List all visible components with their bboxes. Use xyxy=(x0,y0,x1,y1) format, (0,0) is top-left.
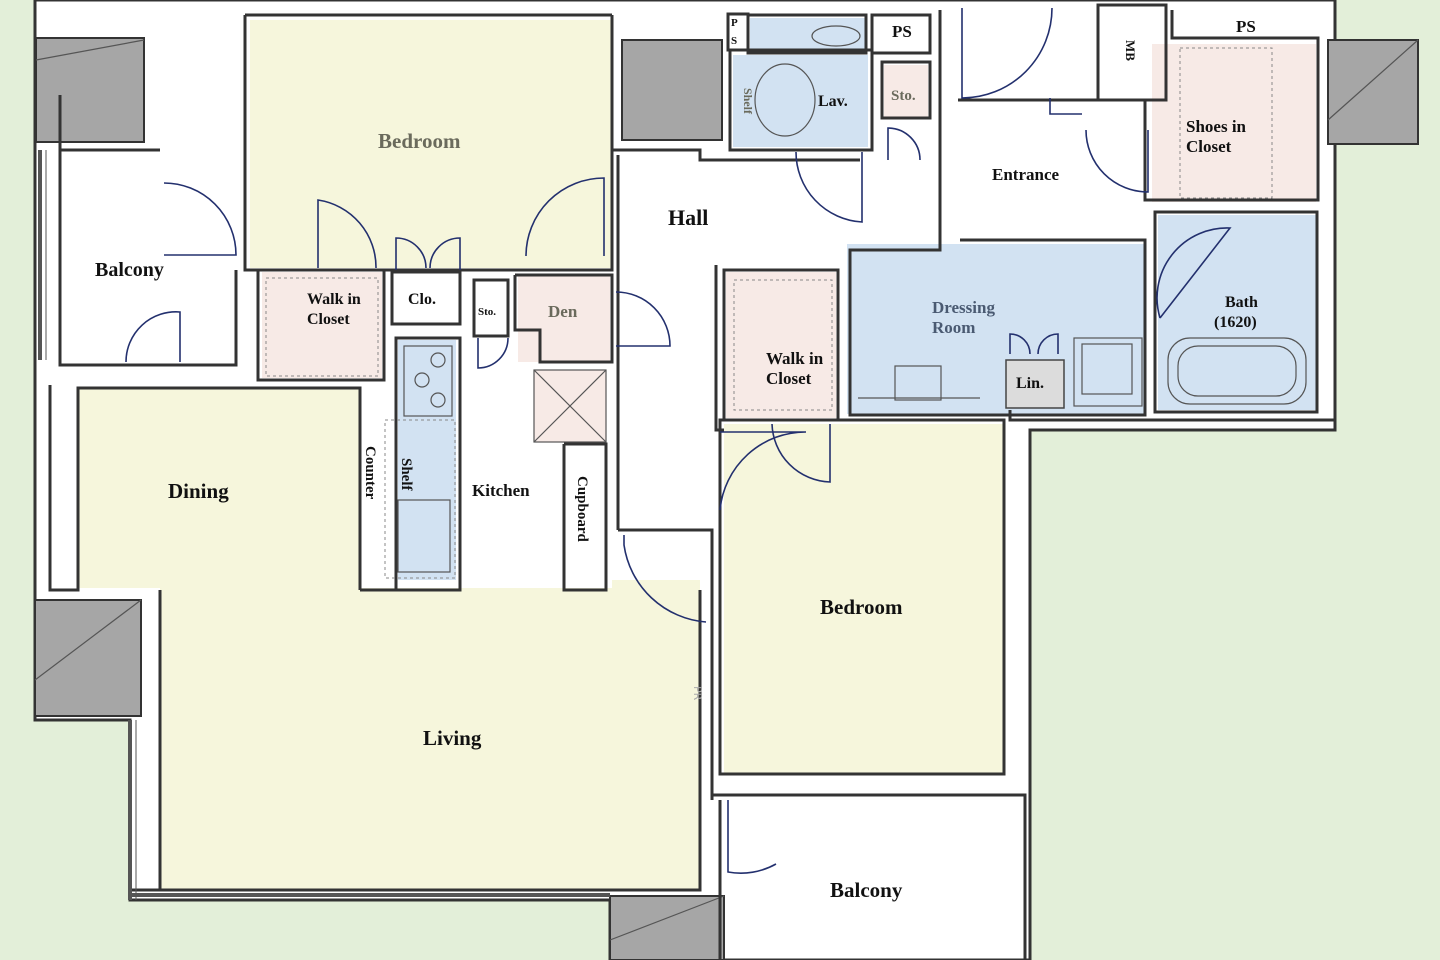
label-dressing-2: Room xyxy=(932,318,975,337)
walkin-right-fill xyxy=(726,272,836,418)
room-fills xyxy=(78,18,1316,890)
label-lav: Lav. xyxy=(818,93,848,110)
walls xyxy=(48,3,1335,960)
label-walkin-right-1: Walk in xyxy=(766,349,824,368)
label-shelf-lav: Shelf xyxy=(741,88,755,115)
label-dressing-1: Dressing xyxy=(932,298,995,317)
label-bath-2: (1620) xyxy=(1214,314,1257,331)
lav-bath-fill xyxy=(750,18,866,53)
kitchen-counter-fill xyxy=(398,340,456,580)
column xyxy=(621,39,723,141)
label-entrance: Entrance xyxy=(992,165,1060,184)
label-ps-small-2: S xyxy=(731,35,737,47)
column xyxy=(34,599,142,717)
label-balcony-left: Balcony xyxy=(95,259,164,281)
label-lin: Lin. xyxy=(1016,375,1044,392)
label-ps-right: PS xyxy=(1236,17,1256,36)
label-shoes-2: Closet xyxy=(1186,137,1232,156)
label-pr: PR xyxy=(691,686,704,701)
label-ps-small-1: P xyxy=(731,17,738,29)
label-ps-mid: PS xyxy=(892,22,912,41)
walkin-left-fill xyxy=(262,272,382,378)
columns xyxy=(34,37,1419,960)
label-walkin-right-2: Closet xyxy=(766,369,812,388)
label-walkin-left-2: Closet xyxy=(307,311,350,328)
label-counter: Counter xyxy=(362,446,378,500)
label-den: Den xyxy=(548,302,578,321)
bath-fill xyxy=(1158,215,1316,410)
dressing-fill xyxy=(847,244,1145,414)
label-shoes-1: Shoes in xyxy=(1186,117,1247,136)
bedroom-right-fill xyxy=(724,424,1004,774)
room-labels: Bedroom Balcony Walk in Closet Clo. Sto.… xyxy=(95,17,1258,902)
door-swings xyxy=(125,7,1232,874)
label-dining: Dining xyxy=(168,479,229,503)
label-hall: Hall xyxy=(668,205,708,230)
label-bath-1: Bath xyxy=(1225,294,1258,311)
label-bedroom-top: Bedroom xyxy=(378,129,461,153)
dining-living-fill xyxy=(78,388,700,890)
den-fill xyxy=(518,276,610,362)
column xyxy=(609,895,725,960)
shoes-fill xyxy=(1152,44,1316,202)
column xyxy=(35,37,145,143)
label-living: Living xyxy=(423,726,482,750)
label-walkin-left-1: Walk in xyxy=(307,291,361,308)
label-balcony-bottom: Balcony xyxy=(830,878,903,902)
label-mb: MB xyxy=(1123,40,1138,61)
label-sto-small: Sto. xyxy=(478,306,496,318)
label-cupboard: Cupboard xyxy=(574,476,590,543)
label-shelf-kitchen: Shelf xyxy=(398,458,414,492)
sto-lav-fill xyxy=(884,65,928,117)
bedroom-top-fill xyxy=(250,20,612,268)
label-clo: Clo. xyxy=(408,291,436,308)
lin-fill xyxy=(1005,359,1065,409)
label-sto-lav: Sto. xyxy=(891,88,916,104)
column xyxy=(1327,39,1419,145)
label-bedroom-right: Bedroom xyxy=(820,595,903,619)
rails xyxy=(38,150,610,900)
label-kitchen: Kitchen xyxy=(472,481,530,500)
